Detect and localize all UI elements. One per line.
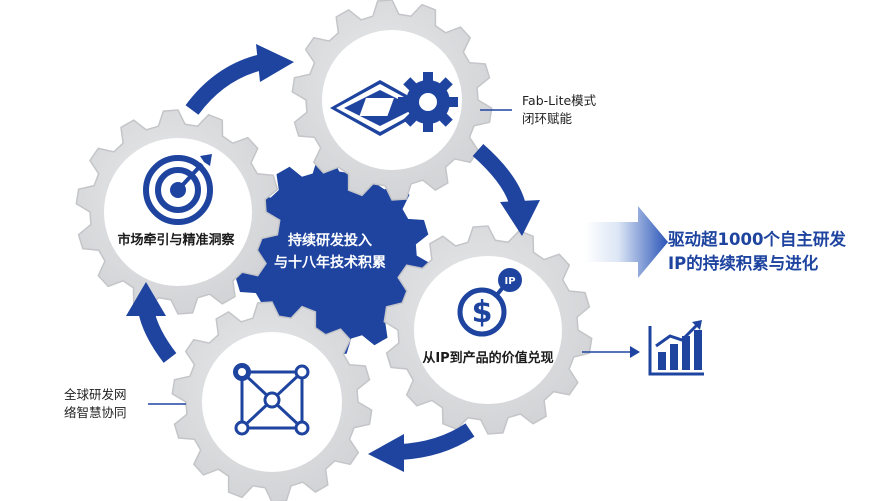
global-note-line2: 络智慧协同 (64, 405, 127, 420)
global-note: 全球研发网 络智慧协同 (64, 386, 127, 422)
chip-gear-icon (330, 72, 458, 136)
value-connector-arrowhead (630, 346, 640, 358)
outcome-line2: IP的持续积累与进化 (668, 254, 819, 273)
arrow-market-to-chip-head (256, 44, 294, 82)
center-label-line1: 持续研发投入 (288, 232, 372, 249)
dollar-ip-icon: $ IP (457, 268, 522, 337)
outcome-arrow (585, 206, 668, 278)
fablite-note-line1: Fab-Lite模式 (522, 93, 597, 108)
value-realization-gear (383, 225, 593, 435)
arrow-value-to-network-head (368, 434, 404, 472)
outcome-headline: 驱动超1000个自主研发 IP的持续积累与进化 (668, 228, 888, 276)
gear-value-face (414, 256, 562, 404)
value-gear-label: 从IP到产品的价值兑现 (422, 350, 553, 366)
svg-text:$: $ (472, 295, 493, 330)
arrow-chip-to-value-head (500, 200, 540, 236)
arrow-value-to-network (399, 423, 475, 460)
fablite-note: Fab-Lite模式 闭环赋能 (522, 92, 596, 128)
center-label-line2: 与十八年技术积累 (274, 254, 386, 271)
fablite-note-line2: 闭环赋能 (522, 111, 573, 126)
network-gear-icon (233, 363, 310, 436)
cycle-arrows (126, 44, 540, 472)
arrow-network-to-market (138, 308, 177, 363)
market-gear-label: 市场牵引与精准洞察 (117, 232, 235, 248)
ip-badge-text: IP (504, 276, 515, 287)
global-note-line1: 全球研发网 (64, 387, 127, 402)
growth-chart-icon (648, 320, 704, 376)
arrow-market-to-chip (185, 54, 265, 115)
outcome-line1: 驱动超1000个自主研发 (668, 230, 846, 249)
arrow-network-to-market-head (126, 282, 166, 316)
target-icon (143, 154, 213, 225)
arrow-chip-to-value (472, 144, 526, 209)
